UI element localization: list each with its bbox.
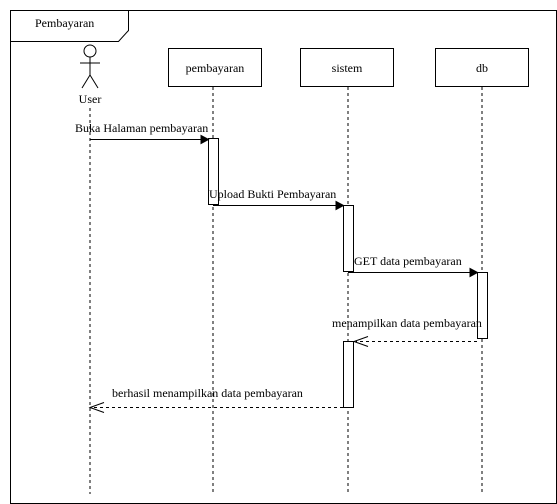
participant-pembayaran-box [168,48,262,87]
participant-db-label: db [476,61,488,75]
frame-title-tab [10,10,129,42]
activation-sistem-1 [343,205,354,272]
message-arrowhead-4 [352,336,369,347]
activation-pembayaran [208,138,219,205]
message-label-4: menampilkan data pembayaran [332,316,482,330]
participant-user-label: User [79,92,102,106]
message-label-2: Upload Bukti Pembayaran [209,187,336,201]
message-arrowhead-5 [88,402,105,413]
participant-pembayaran-label: pembayaran [186,61,245,75]
message-label-1: Buka Halaman pembayaran [75,121,208,135]
message-arrowhead-3 [469,267,479,278]
message-arrowhead-2 [335,200,345,211]
message-label-3: GET data pembayaran [354,254,462,268]
user-actor-icon [80,44,100,89]
activation-sistem-2 [343,341,354,408]
activation-db [477,272,488,339]
participant-sistem-box [300,48,394,87]
frame-title: Pembayaran [35,16,94,30]
participant-db-box [435,48,529,87]
message-arrowhead-1 [200,134,210,145]
message-label-5: berhasil menampilkan data pembayaran [112,386,303,400]
participant-sistem-label: sistem [332,61,363,75]
